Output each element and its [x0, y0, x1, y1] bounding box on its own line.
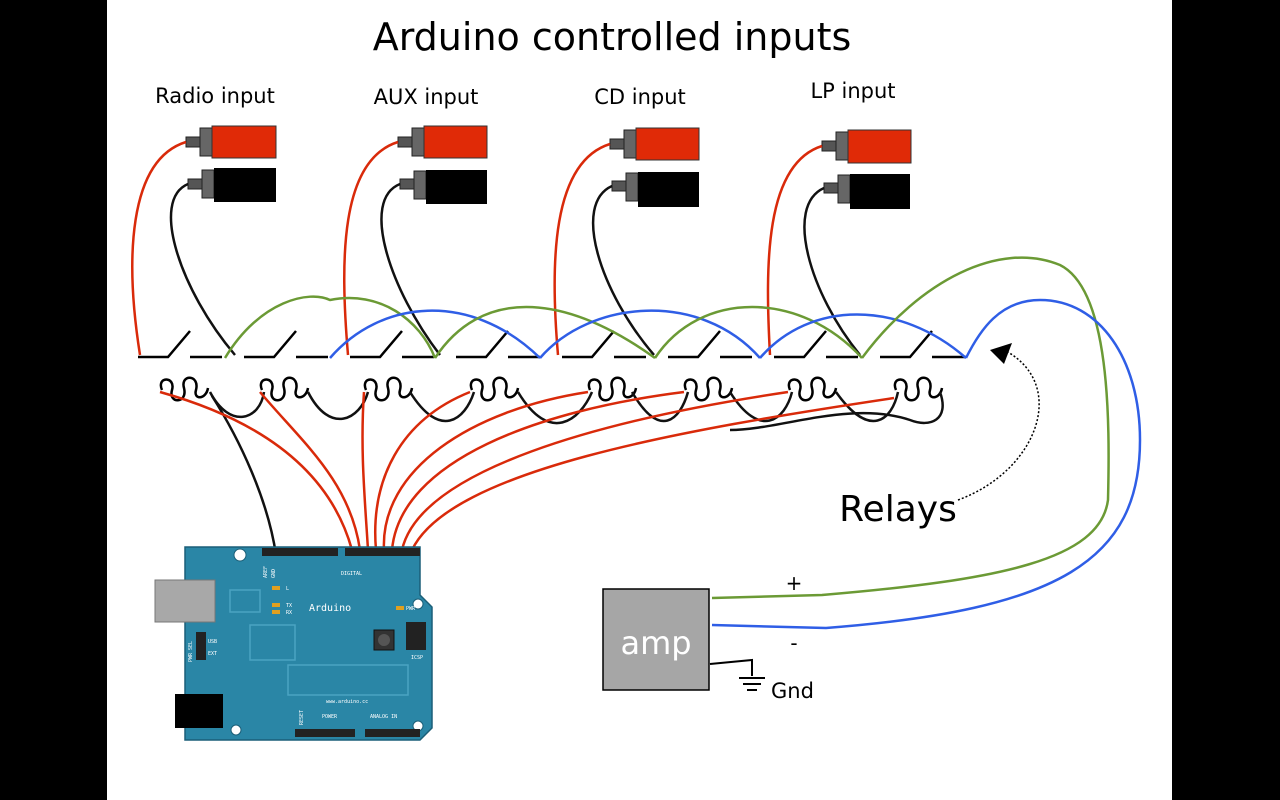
wire-aux-red [343, 140, 399, 356]
gnd-label: Gnd [771, 679, 814, 703]
usb-connector [154, 579, 216, 623]
relays-arrow [957, 347, 1040, 501]
amp-box [602, 588, 710, 691]
input-label-lp: LP input [810, 79, 895, 103]
arduino-board: Arduino www.arduino.cc DIGITAL POWER ANA… [154, 546, 433, 741]
pwr-led-label: PWR [406, 606, 416, 612]
wire-lp-red [766, 144, 823, 356]
rca-jack-cd-red [609, 127, 700, 161]
relays-label: Relays [839, 489, 957, 530]
rca-jack-aux-black [399, 170, 487, 204]
header-top-left [262, 548, 338, 556]
rca-jack-cd-black [611, 172, 699, 207]
input-label-radio: Radio input [155, 84, 275, 108]
input-wires [131, 140, 861, 356]
pwr-sel-label: PWR SEL [188, 641, 194, 662]
rca-jack-aux-red [397, 125, 488, 159]
diagram-title: Arduino controlled inputs [373, 15, 852, 59]
digital-label: DIGITAL [341, 571, 362, 577]
ext-label: EXT [208, 651, 217, 657]
reset-label: RESET [299, 710, 305, 725]
header-power [295, 729, 355, 737]
relay-coils [159, 376, 944, 402]
wire-radio-black [169, 182, 236, 356]
power-jack [175, 694, 223, 728]
icsp-label: ICSP [411, 655, 423, 661]
coil-ground-chain [208, 391, 944, 556]
arduino-url: www.arduino.cc [326, 699, 368, 705]
power-label: POWER [322, 714, 338, 720]
relays-arrowhead [990, 343, 1012, 364]
relay-contacts [138, 330, 966, 359]
gnd-pin-label: GND [271, 569, 277, 578]
aref-label: AREF [263, 566, 269, 578]
l-led-label: L [286, 586, 289, 592]
coil-control-wires [159, 390, 895, 551]
analog-in-label: ANALOG IN [370, 714, 397, 720]
input-label-aux: AUX input [374, 85, 479, 109]
header-top-right [345, 548, 420, 556]
wire-radio-red [131, 140, 187, 356]
amp-label: amp [620, 624, 691, 662]
rca-jack-radio-red [185, 125, 277, 159]
arduino-logo: Arduino [309, 603, 351, 614]
rca-jack-radio-black [187, 168, 276, 202]
amp-plus-label: + [786, 571, 803, 595]
wire-cd-red [553, 142, 611, 356]
rca-jack-lp-red [821, 129, 912, 164]
wire-lp-black [803, 186, 861, 356]
icsp-header [406, 622, 426, 650]
wire-aux-black [380, 182, 441, 356]
bus-wires [223, 256, 1142, 630]
input-label-cd: CD input [594, 85, 686, 109]
rca-jack-lp-black [823, 174, 910, 209]
amp-minus-label: - [790, 631, 797, 655]
header-analog [365, 729, 420, 737]
ground-symbol [709, 658, 765, 691]
wire-cd-black [591, 184, 655, 356]
usb-label: USB [208, 639, 217, 645]
tx-label: TX [286, 603, 292, 609]
rx-label: RX [286, 610, 292, 616]
